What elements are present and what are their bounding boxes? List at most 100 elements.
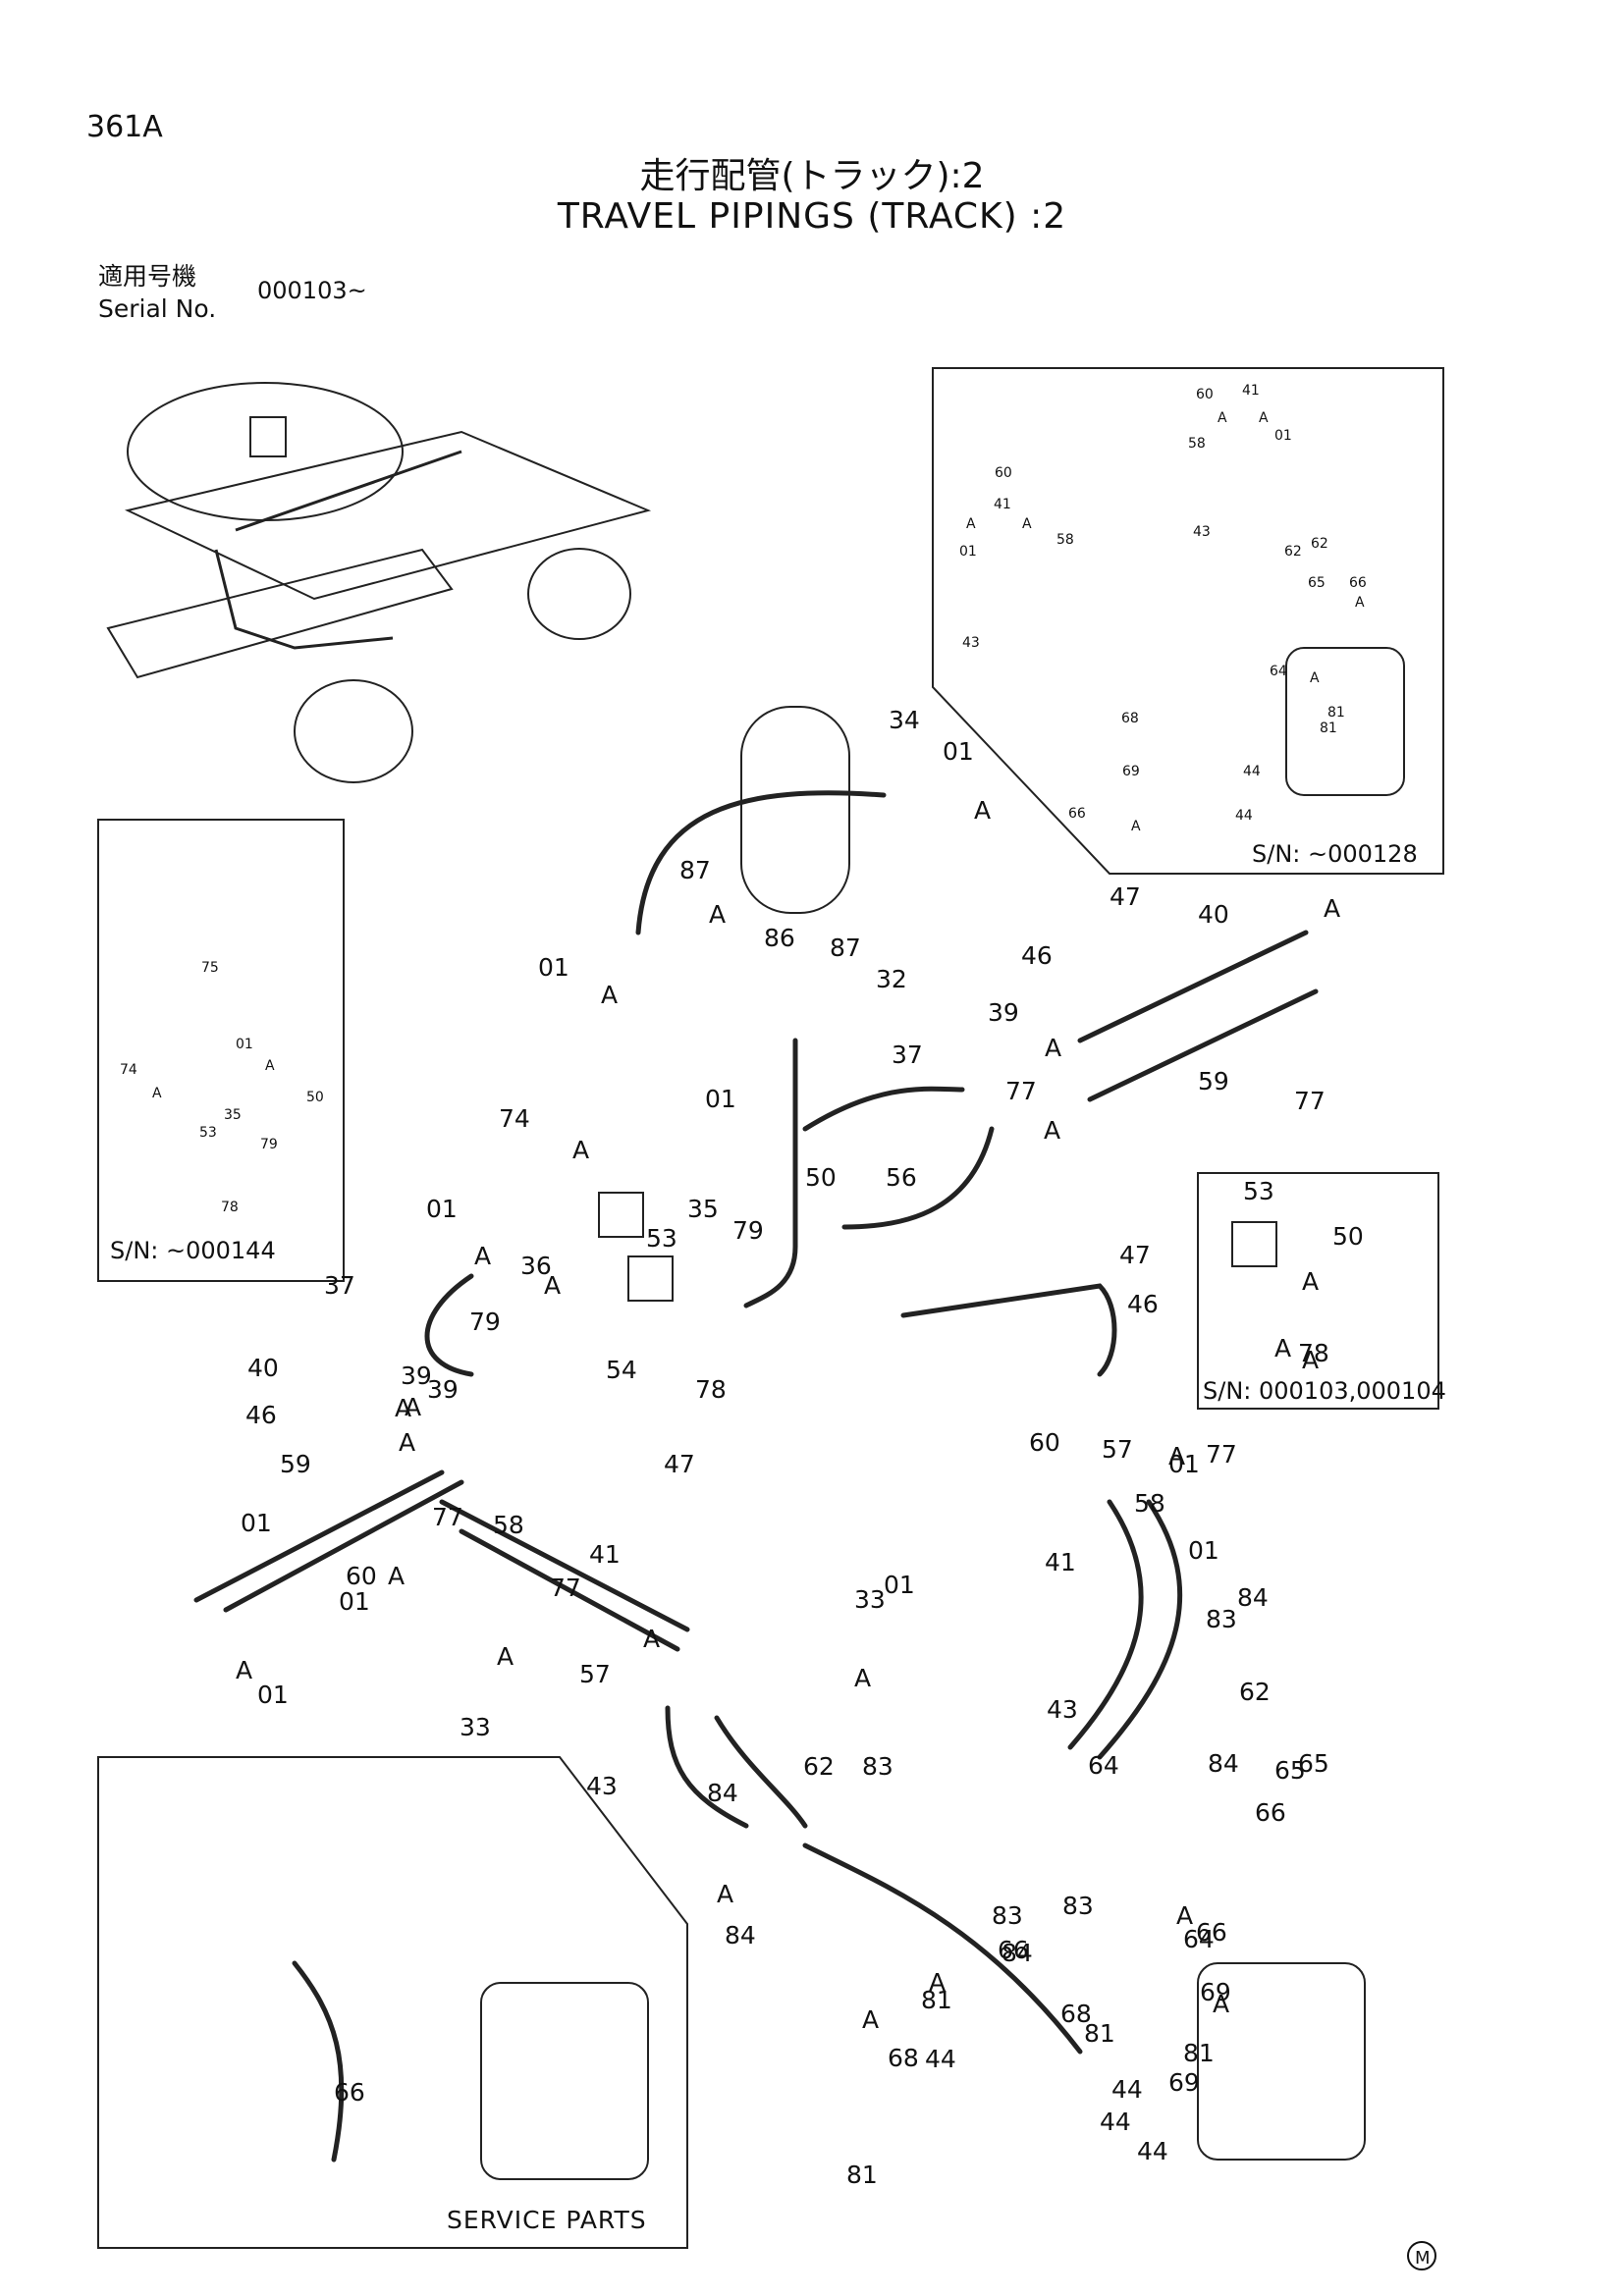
travel-motor-right — [1197, 1962, 1366, 2161]
part-callout-79: 79 — [260, 1137, 278, 1152]
part-callout-41: 41 — [994, 497, 1011, 512]
part-callout-01: 01 — [959, 544, 977, 560]
part-callout-66: 66 — [998, 1936, 1029, 1964]
part-callout-81: 81 — [921, 1986, 952, 2014]
part-callout-47: 47 — [664, 1450, 695, 1478]
connector-label-a: A — [1355, 595, 1365, 611]
part-callout-43: 43 — [1047, 1695, 1078, 1724]
part-callout-56: 56 — [886, 1163, 917, 1192]
connector-label-a: A — [1218, 410, 1227, 426]
manufacturer-mark-letter: M — [1415, 2248, 1431, 2269]
part-callout-50: 50 — [1332, 1222, 1364, 1251]
connector-label-a: A — [474, 1242, 491, 1270]
part-callout-01: 01 — [1168, 1450, 1200, 1478]
part-callout-68: 68 — [888, 2044, 919, 2072]
part-callout-41: 41 — [1045, 1548, 1076, 1576]
part-callout-01: 01 — [1188, 1536, 1219, 1565]
part-callout-77: 77 — [1206, 1440, 1237, 1468]
part-callout-66: 66 — [334, 2078, 365, 2107]
connector-label-a: A — [1045, 1034, 1061, 1062]
connector-label-a: A — [1302, 1267, 1319, 1296]
part-callout-66: 66 — [1068, 806, 1086, 822]
connector-label-a: A — [1168, 1442, 1185, 1470]
inset-left-serial: S/N: ~000144 — [110, 1237, 276, 1264]
part-callout-86: 86 — [764, 924, 795, 952]
part-callout-01: 01 — [1274, 428, 1292, 444]
part-callout-44: 44 — [925, 2045, 956, 2073]
connector-label-a: A — [544, 1271, 561, 1300]
part-callout-60: 60 — [1196, 387, 1214, 402]
part-callout-84: 84 — [1001, 1939, 1033, 1967]
connector-label-a: A — [1176, 1901, 1193, 1930]
serial-value: 000103~ — [257, 277, 367, 304]
part-callout-58: 58 — [1188, 436, 1206, 452]
travel-motor-inset — [1285, 647, 1405, 796]
part-callout-39: 39 — [427, 1375, 459, 1404]
part-callout-41: 41 — [589, 1540, 621, 1569]
service-parts-label: SERVICE PARTS — [447, 2206, 647, 2234]
part-callout-62: 62 — [803, 1752, 835, 1781]
part-callout-01: 01 — [257, 1681, 289, 1709]
part-callout-35: 35 — [224, 1107, 242, 1123]
part-callout-83: 83 — [1062, 1892, 1094, 1920]
part-callout-59: 59 — [1198, 1067, 1229, 1095]
part-callout-78: 78 — [695, 1375, 727, 1404]
part-callout-44: 44 — [1243, 764, 1261, 779]
block-53-inset — [1231, 1221, 1277, 1267]
inset-frames — [97, 367, 1444, 2249]
block-53 — [627, 1255, 674, 1302]
part-callout-01: 01 — [241, 1509, 272, 1537]
connector-label-a: A — [236, 1656, 252, 1684]
part-callout-77: 77 — [1294, 1087, 1326, 1115]
part-callout-78: 78 — [221, 1200, 239, 1215]
part-callout-58: 58 — [493, 1511, 524, 1539]
connector-label-a: A — [974, 796, 991, 825]
part-callout-37: 37 — [324, 1271, 355, 1300]
part-callout-59: 59 — [280, 1450, 311, 1478]
part-callout-35: 35 — [687, 1195, 719, 1223]
part-callout-01: 01 — [339, 1587, 370, 1616]
part-callout-44: 44 — [1137, 2137, 1168, 2165]
inset-left-frame — [97, 819, 345, 1282]
connector-label-a: A — [1213, 1990, 1229, 2018]
travel-motor-left — [480, 1982, 649, 2180]
service-parts-frame — [97, 1756, 688, 2249]
connector-label-a: A — [572, 1136, 589, 1164]
components — [480, 647, 1405, 2180]
part-callout-65: 65 — [1308, 575, 1326, 591]
inset-top-right-frame — [932, 367, 1444, 875]
manufacturer-mark — [1407, 2241, 1436, 2270]
part-callout-65: 65 — [1298, 1749, 1329, 1778]
part-callout-36: 36 — [520, 1252, 552, 1280]
connector-label-a: A — [1259, 410, 1269, 426]
part-callout-33: 33 — [460, 1713, 491, 1741]
part-callout-75: 75 — [201, 960, 219, 976]
serial-label: Serial No. — [98, 294, 217, 323]
part-callout-84: 84 — [1208, 1749, 1239, 1778]
part-callout-53: 53 — [199, 1125, 217, 1141]
part-callout-84: 84 — [1237, 1583, 1269, 1612]
part-callout-69: 69 — [1200, 1978, 1231, 2006]
part-callout-83: 83 — [1206, 1605, 1237, 1633]
part-callout-68: 68 — [1121, 711, 1139, 726]
part-callout-79: 79 — [469, 1308, 501, 1336]
part-callout-41: 41 — [1242, 383, 1260, 399]
center-joint-drum — [740, 706, 850, 914]
part-callout-66: 66 — [1349, 575, 1367, 591]
connector-label-a: A — [399, 1428, 415, 1457]
part-callout-69: 69 — [1168, 2068, 1200, 2097]
serial-label-japanese: 適用号機 — [98, 262, 197, 291]
connector-label-a: A — [1044, 1116, 1060, 1145]
part-callout-60: 60 — [346, 1562, 377, 1590]
part-callout-39: 39 — [988, 998, 1019, 1027]
part-callout-46: 46 — [245, 1401, 277, 1429]
part-callout-40: 40 — [247, 1354, 279, 1382]
connector-label-a: A — [601, 981, 618, 1009]
page-title-japanese: 走行配管(トラック):2 — [639, 156, 985, 196]
connector-label-a: A — [1022, 516, 1032, 532]
part-callout-77: 77 — [432, 1503, 463, 1531]
part-callout-34: 34 — [889, 706, 920, 734]
part-callout-60: 60 — [1029, 1428, 1060, 1457]
part-callout-50: 50 — [306, 1090, 324, 1105]
